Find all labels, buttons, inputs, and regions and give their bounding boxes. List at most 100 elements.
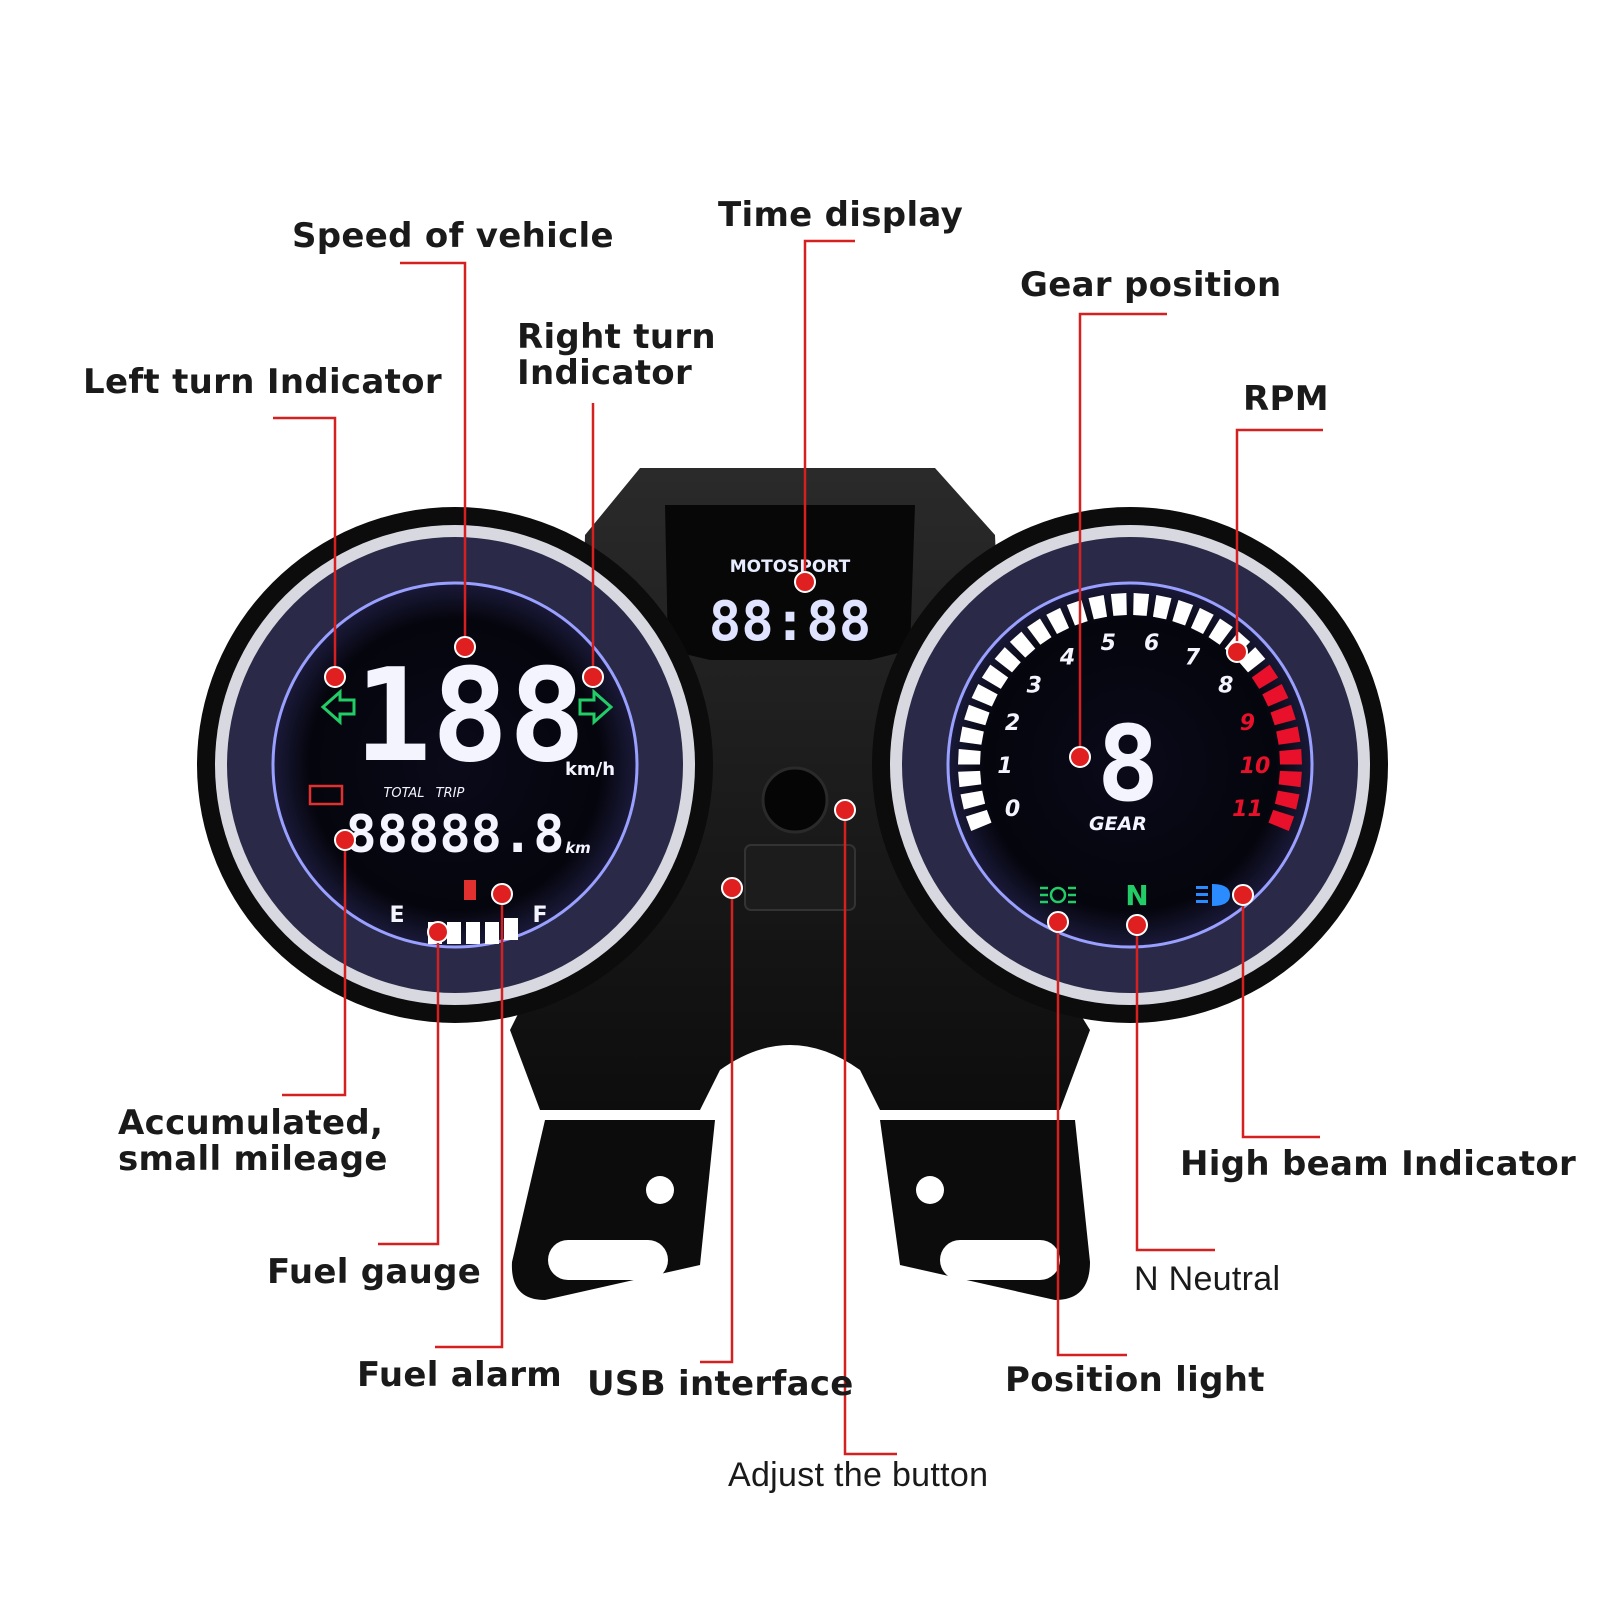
marker-usb <box>721 877 743 899</box>
rpm-segment <box>958 749 981 765</box>
rpm-segment <box>1066 599 1088 626</box>
rpm-segment <box>1190 607 1214 634</box>
label-speed-of-vehicle: Speed of vehicle <box>292 216 614 256</box>
marker-gear <box>1069 746 1091 768</box>
leader-neutral <box>1135 925 1215 1252</box>
gear-label: GEAR <box>1089 813 1147 835</box>
label-fuel-alarm: Fuel alarm <box>357 1355 563 1395</box>
speed-readout: 188 <box>354 642 585 791</box>
leader-time <box>803 239 855 580</box>
label-high-beam: High beam Indicator <box>1180 1144 1577 1184</box>
rpm-segment <box>1208 618 1233 645</box>
rpm-segment <box>1274 790 1300 810</box>
rpm-segment <box>1152 595 1172 620</box>
total-label: TOTAL <box>383 786 424 801</box>
label-accumulated-line2: small mileage <box>118 1139 388 1179</box>
rpm-segment <box>1262 683 1289 707</box>
leader-high-beam <box>1241 895 1320 1139</box>
label-position-light: Position light <box>1005 1360 1265 1400</box>
label-fuel-gauge: Fuel gauge <box>267 1252 482 1292</box>
rpm-segment <box>1268 809 1295 832</box>
rpm-segment <box>1270 704 1296 726</box>
rpm-tick-label: 10 <box>1240 754 1271 779</box>
high-beam-icon <box>1196 884 1230 906</box>
label-right-turn-line2: Indicator <box>517 353 693 393</box>
right-turn-arrow-icon <box>578 688 614 726</box>
rpm-tick-label: 7 <box>1185 646 1201 671</box>
rpm-tick-label: 1 <box>997 754 1012 779</box>
marker-fuel-alarm <box>491 883 513 905</box>
fuel-empty-mark: E <box>389 903 404 928</box>
rpm-segment <box>1239 647 1266 673</box>
marker-left-turn <box>324 666 346 688</box>
odometer-readout: 88888.8 <box>345 805 564 865</box>
rpm-segment <box>965 809 992 832</box>
rpm-segment <box>1276 726 1301 745</box>
leader-accumulated <box>282 840 347 1097</box>
rpm-segment <box>971 683 998 707</box>
usb-port <box>744 844 856 911</box>
rpm-segment <box>1172 599 1194 626</box>
rpm-tick-label: 0 <box>1005 797 1020 822</box>
position-light-icon <box>1040 886 1076 904</box>
rpm-segment <box>981 664 1009 689</box>
marker-rpm <box>1226 641 1248 663</box>
rpm-tick-label: 3 <box>1027 674 1042 699</box>
leader-position-light <box>1056 922 1127 1357</box>
leader-rpm <box>1235 428 1323 650</box>
neutral-indicator: N <box>1125 879 1148 912</box>
gear-readout: 8 <box>1097 703 1160 825</box>
label-right-turn-line1: Right turn <box>517 317 716 357</box>
leader-left-turn <box>273 416 337 675</box>
battery-icon <box>308 784 344 806</box>
leader-fuel-gauge <box>378 932 440 1246</box>
label-accumulated-line1: Accumulated, <box>118 1103 384 1143</box>
marker-position-light <box>1047 911 1069 933</box>
right-lcd <box>946 581 1314 949</box>
fuel-segment <box>447 922 461 944</box>
label-usb-interface: USB interface <box>587 1364 854 1404</box>
trip-label: TRIP <box>436 786 465 801</box>
bracket-slot <box>940 1240 1060 1280</box>
fuel-segment <box>466 922 480 944</box>
leader-gear <box>1078 312 1167 755</box>
fuel-segment <box>504 918 518 940</box>
fuel-segment <box>485 922 499 944</box>
marker-right-turn <box>582 666 604 688</box>
rpm-tick-label: 8 <box>1218 674 1233 699</box>
rpm-segment <box>1110 593 1127 616</box>
rpm-segment <box>959 726 984 745</box>
marker-high-beam <box>1232 884 1254 906</box>
rpm-segment <box>1133 593 1150 616</box>
rpm-tick-label: 6 <box>1144 631 1159 656</box>
marker-accumulated <box>334 829 356 851</box>
marker-neutral <box>1126 914 1148 936</box>
rpm-tick-label: 2 <box>1005 711 1020 736</box>
marker-speed <box>454 636 476 658</box>
rpm-segment <box>964 704 990 726</box>
label-time-display: Time display <box>718 195 964 235</box>
rpm-segment <box>1279 749 1302 765</box>
rpm-segment <box>1009 631 1036 658</box>
rpm-tick-label: 5 <box>1101 631 1116 656</box>
leader-adjust <box>843 810 897 1456</box>
leader-speed <box>400 261 467 645</box>
leader-lines <box>273 239 1323 1456</box>
marker-time <box>794 571 816 593</box>
leader-fuel-alarm <box>435 894 504 1349</box>
label-n-neutral: N Neutral <box>1134 1260 1281 1298</box>
label-gear-position: Gear position <box>1020 265 1282 305</box>
rpm-segment <box>958 770 982 788</box>
rpm-segment <box>1088 595 1108 620</box>
bracket-hole <box>916 1176 944 1204</box>
fuel-full-mark: F <box>532 903 547 928</box>
bracket-hole <box>646 1176 674 1204</box>
adjust-button <box>761 766 829 834</box>
clock-panel <box>665 505 915 660</box>
callout-markers <box>324 571 1254 943</box>
rpm-segment <box>1027 618 1052 645</box>
left-lcd <box>271 581 639 949</box>
